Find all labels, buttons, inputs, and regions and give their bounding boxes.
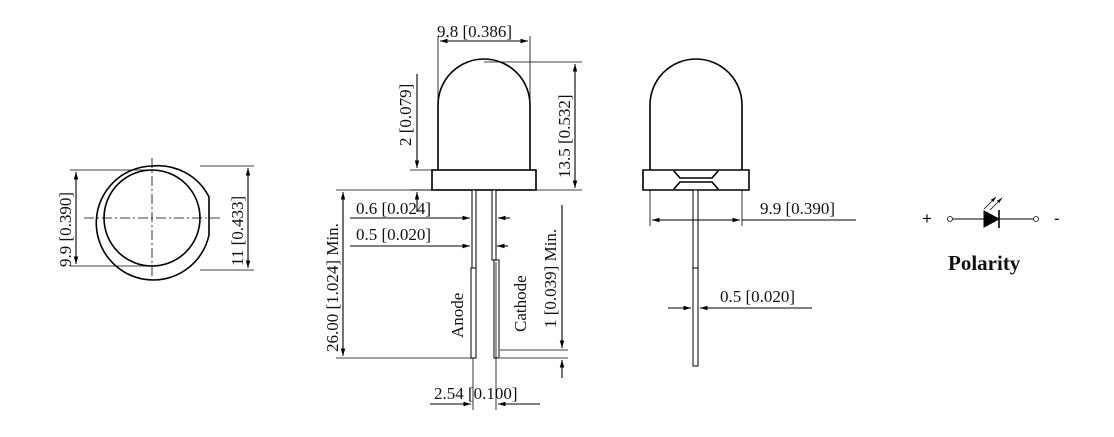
side-view-lead-width-narrow-label: 0.5 [0.020] bbox=[356, 225, 431, 244]
side-view-dome-height-label: 13.5 [0.532] bbox=[555, 94, 574, 178]
side-view-anode-lead-upper bbox=[471, 189, 477, 269]
side-view-pitch-label: 2.54 [0.100] bbox=[434, 384, 518, 403]
polarity-symbol: + - Polarity bbox=[922, 196, 1060, 275]
front-view-lead-lower bbox=[692, 267, 699, 367]
front-view-flange bbox=[642, 169, 750, 191]
anode-label: Anode bbox=[448, 293, 467, 338]
front-view-flange-width-label: 9.9 [0.390] bbox=[760, 199, 835, 218]
cathode-label: Cathode bbox=[511, 275, 530, 332]
side-view-lead-width-wide-label: 0.6 [0.024] bbox=[356, 199, 431, 218]
side-view-dome bbox=[437, 58, 531, 170]
side-view-cathode-lead-lower bbox=[493, 259, 500, 359]
front-view-lead-upper bbox=[692, 189, 699, 269]
side-view-anode-lead-lower bbox=[470, 267, 477, 359]
diode-triangle-icon bbox=[983, 210, 1001, 228]
side-view: 9.8 [0.386] 13.5 [0.532] 2 [0.079] 26.00… bbox=[323, 22, 582, 410]
top-view-height-label: 11 [0.433] bbox=[228, 196, 247, 266]
side-view-lead-length-label: 26.00 [1.024] Min. bbox=[323, 223, 342, 352]
polarity-minus: - bbox=[1054, 209, 1060, 228]
polarity-title: Polarity bbox=[948, 251, 1021, 275]
top-view-flange-outline bbox=[95, 164, 210, 281]
side-view-flange-label: 2 [0.079] bbox=[396, 84, 415, 146]
side-view-min-gap-label: 1 [0.039] Min. bbox=[541, 229, 560, 328]
emission-arrow-icon bbox=[983, 196, 997, 210]
top-view-width-label: 9.9 [0.390] bbox=[56, 192, 75, 267]
front-view-dome bbox=[649, 58, 743, 170]
top-view: 9.9 [0.390] 11 [0.433] bbox=[56, 158, 254, 281]
front-view-lead-width-label: 0.5 [0.020] bbox=[720, 287, 795, 306]
front-view: 9.9 [0.390] 0.5 [0.020] bbox=[642, 58, 856, 367]
side-view-dome-width-label: 9.8 [0.386] bbox=[437, 22, 512, 41]
polarity-plus: + bbox=[922, 209, 932, 228]
side-view-cathode-lead-upper bbox=[491, 189, 497, 261]
side-view-flange bbox=[431, 169, 537, 191]
